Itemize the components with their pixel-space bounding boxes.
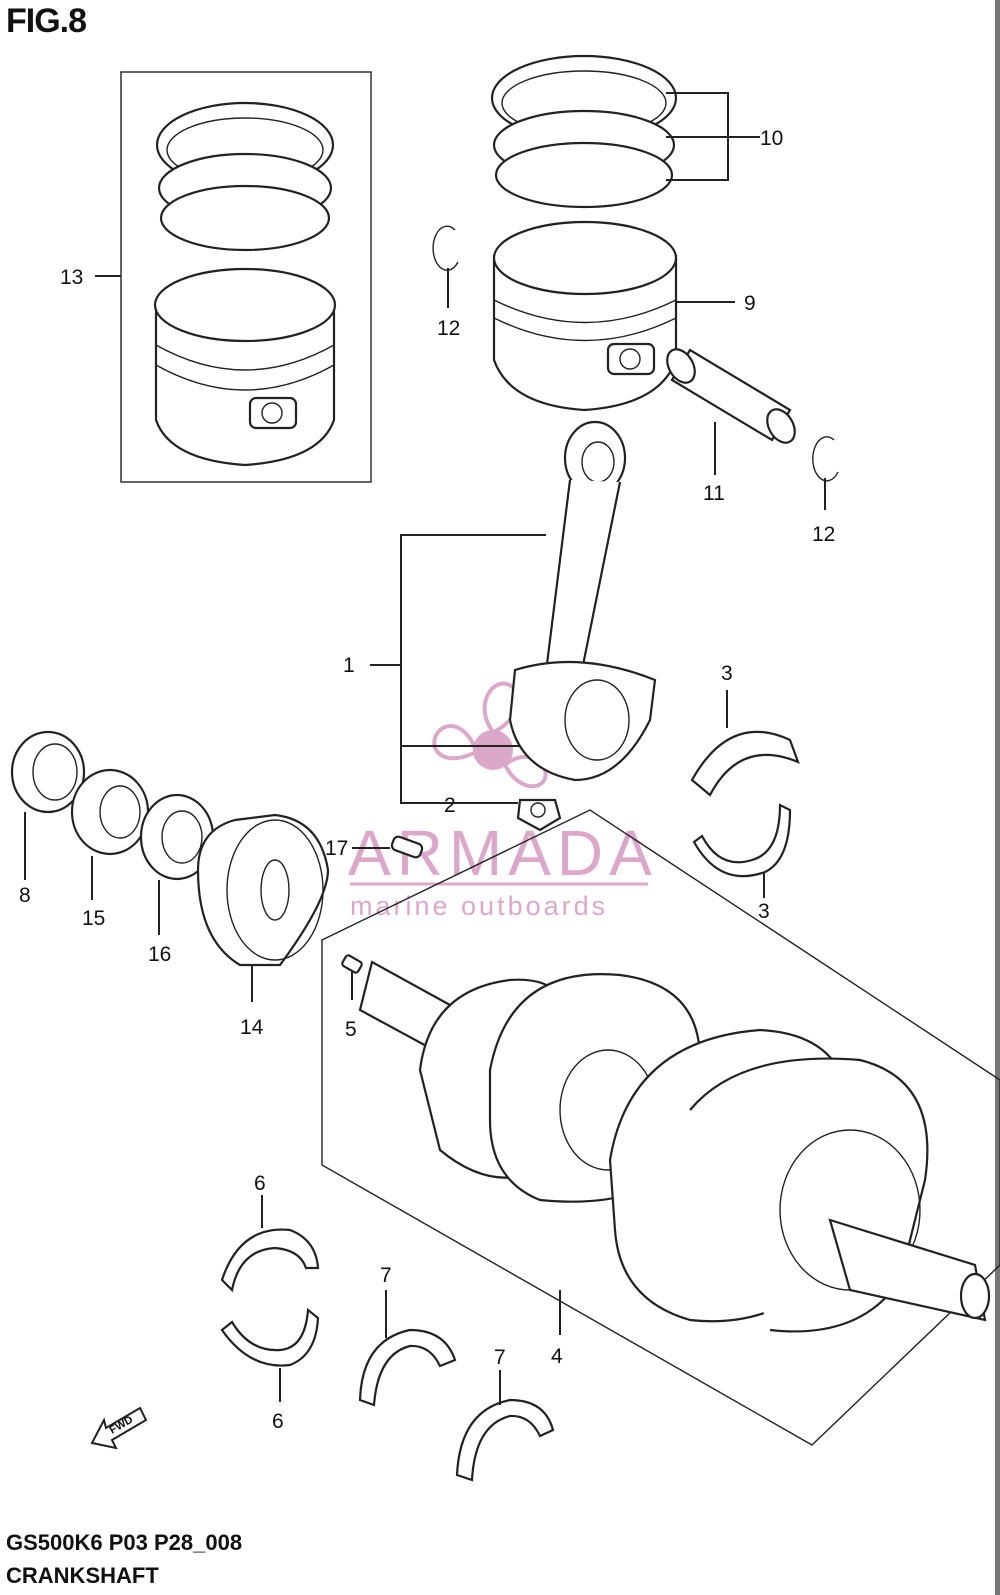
crankshaft-box (321, 809, 1000, 1446)
key-illustration (390, 835, 424, 859)
page-border-right (995, 0, 1000, 1595)
callout-12-lower: 12 (812, 523, 835, 546)
callout-6-upper: 6 (254, 1172, 266, 1195)
callout-17: 17 (325, 837, 348, 860)
callout-12-upper: 12 (437, 317, 460, 340)
callout-1: 1 (343, 654, 355, 677)
conrod-bearing-upper (690, 730, 800, 797)
callout-4: 4 (551, 1345, 563, 1368)
callout-13: 13 (60, 266, 83, 289)
gear-illustration (196, 813, 330, 967)
callout-16: 16 (148, 943, 171, 966)
fwd-arrow-icon: FWD (90, 1406, 148, 1450)
section-name: CRANKSHAFT (6, 1563, 159, 1588)
callout-14: 14 (240, 1016, 264, 1039)
conrod-nut-illustration (516, 798, 562, 832)
callout-9: 9 (744, 292, 756, 315)
callout-11: 11 (703, 482, 725, 505)
callout-7-left: 7 (380, 1264, 392, 1287)
circlip-upper (432, 225, 459, 271)
callout-8: 8 (19, 884, 31, 907)
piston-pin-illustration (666, 348, 796, 444)
main-bearing-upper (220, 1228, 320, 1293)
watermark-tagline: marine outboards (350, 891, 608, 921)
spacer-illustration (70, 768, 150, 856)
pin-illustration (341, 954, 363, 974)
thrust-washer-left (358, 1328, 457, 1407)
callout-3-upper: 3 (721, 662, 733, 685)
connecting-rod-illustration (508, 420, 657, 782)
callout-15: 15 (82, 907, 105, 930)
callout-5: 5 (345, 1018, 357, 1041)
model-code: GS500K6 P03 P28_008 (6, 1530, 243, 1555)
callout-6-lower: 6 (272, 1410, 284, 1433)
oil-seal-illustration (10, 730, 86, 814)
callout-3-lower: 3 (758, 900, 770, 923)
callout-10: 10 (760, 127, 783, 150)
conrod-bearing-lower (692, 803, 792, 878)
thrust-washer-right (455, 1398, 555, 1482)
piston-kit-illustration (153, 101, 337, 467)
piston-illustration (492, 220, 678, 412)
circlip-lower (812, 436, 839, 482)
callout-2: 2 (444, 794, 456, 817)
callout-7-right: 7 (494, 1346, 506, 1369)
figure-title: FIG.8 (6, 2, 87, 40)
piston-rings-illustration (490, 54, 678, 209)
callout-labels: 1 2 3 3 4 5 6 6 7 7 8 9 10 11 12 12 13 1… (19, 127, 835, 1433)
crankshaft-illustration (358, 960, 991, 1333)
main-bearing-lower (220, 1307, 320, 1367)
